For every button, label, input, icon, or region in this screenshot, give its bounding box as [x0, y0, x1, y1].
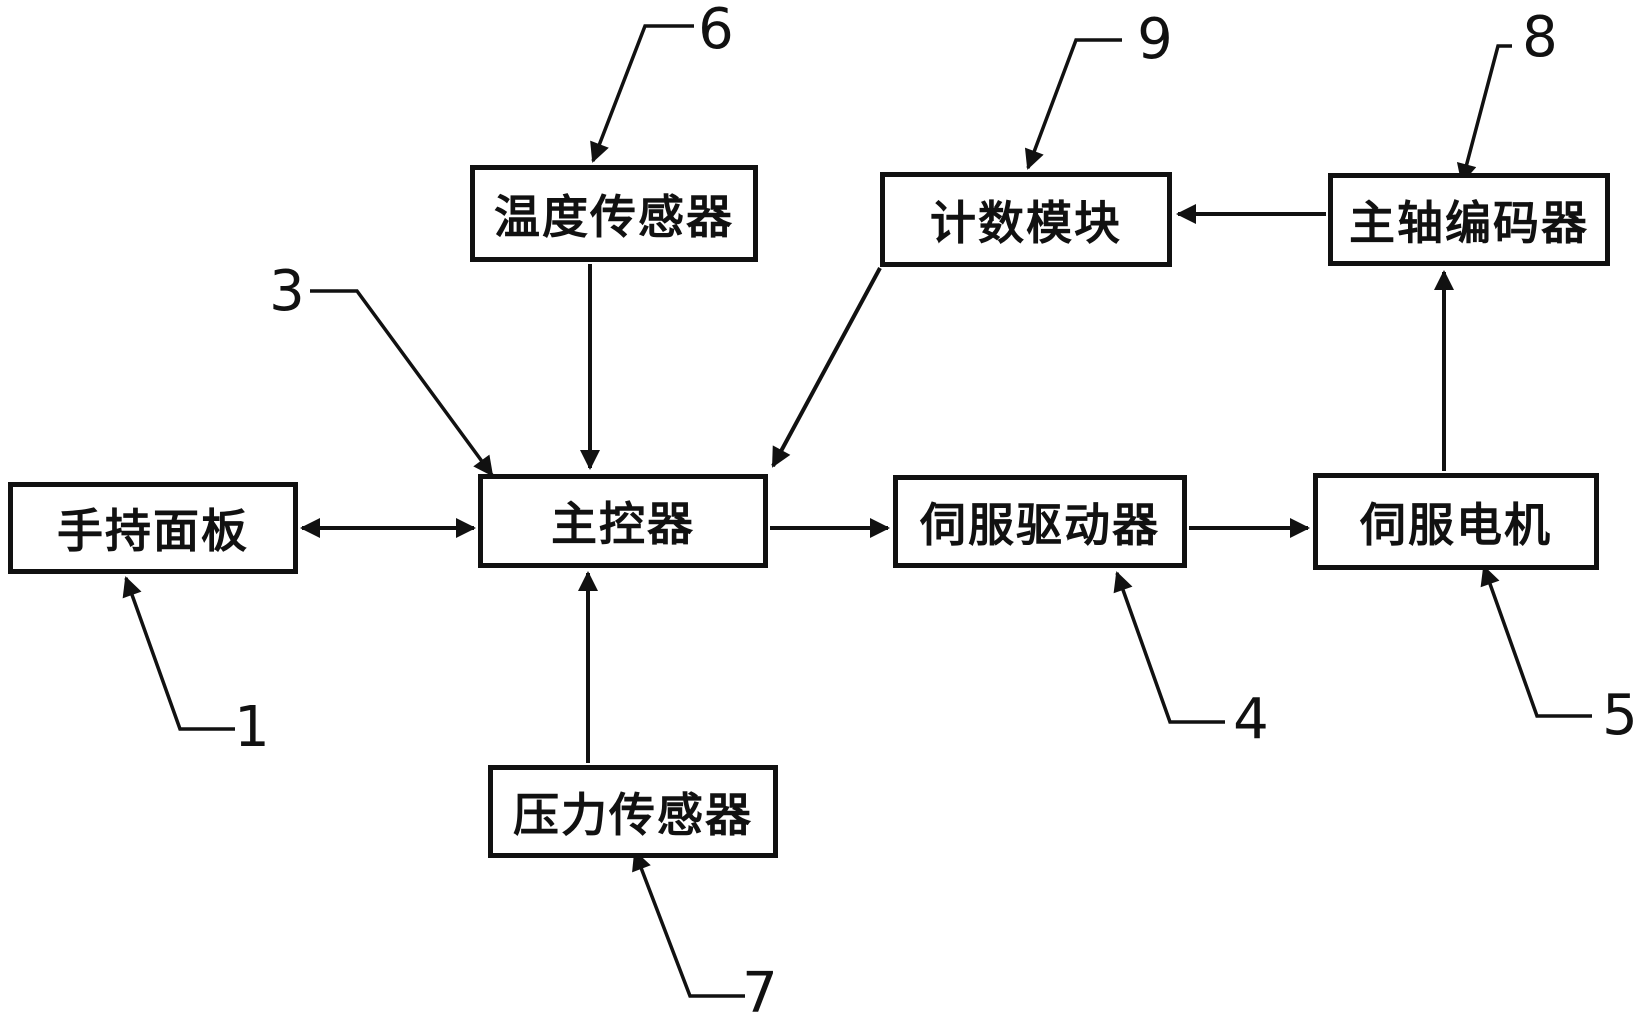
- ref-number-3-main-controller: 3: [269, 259, 305, 324]
- temperature-sensor-box: 温度传感器: [470, 165, 758, 262]
- leader-line-5-servo-motor: [1480, 565, 1592, 718]
- ref-number-1-handheld-panel: 1: [234, 695, 270, 760]
- ref-number-4-servo-driver: 4: [1233, 687, 1269, 752]
- ref-number-7-pressure-sensor: 7: [742, 961, 778, 1016]
- spindle-encoder-label: 主轴编码器: [1349, 196, 1589, 249]
- pressure-sensor-label: 压力传感器: [513, 788, 753, 841]
- leader-line-9-counting-module: [1024, 38, 1122, 170]
- counting-module-label: 计数模块: [930, 196, 1122, 249]
- servo-driver-label: 伺服驱动器: [920, 498, 1160, 551]
- servo-motor-box: 伺服电机: [1313, 473, 1599, 570]
- servo-motor-label: 伺服电机: [1360, 498, 1552, 551]
- main-controller-label: 主控器: [551, 498, 695, 550]
- ref-number-5-servo-motor: 5: [1602, 683, 1637, 748]
- pressure-sensor-box: 压力传感器: [488, 765, 778, 858]
- ref-number-6-temperature-sensor: 6: [698, 0, 734, 62]
- ref-number-9-counting-module: 9: [1137, 7, 1173, 72]
- ref-number-8-spindle-encoder: 8: [1522, 5, 1558, 70]
- leader-line-4-servo-driver: [1113, 571, 1225, 724]
- leader-line-1-handheld-panel: [122, 576, 235, 731]
- handheld-panel-label: 手持面板: [57, 505, 249, 557]
- temperature-sensor-label: 温度传感器: [494, 190, 734, 243]
- spindle-encoder-box: 主轴编码器: [1328, 173, 1610, 266]
- leader-line-8-spindle-encoder: [1456, 44, 1512, 184]
- leader-line-6-temperature-sensor: [590, 24, 694, 163]
- servo-driver-box: 伺服驱动器: [893, 475, 1187, 568]
- handheld-panel-box: 手持面板: [8, 482, 298, 574]
- counting-module-box: 计数模块: [880, 172, 1172, 267]
- arrow-counting-to-main: [771, 267, 882, 468]
- leader-line-7-pressure-sensor: [632, 850, 745, 998]
- main-controller-box: 主控器: [478, 474, 768, 568]
- leader-line-3-main-controller: [310, 289, 494, 477]
